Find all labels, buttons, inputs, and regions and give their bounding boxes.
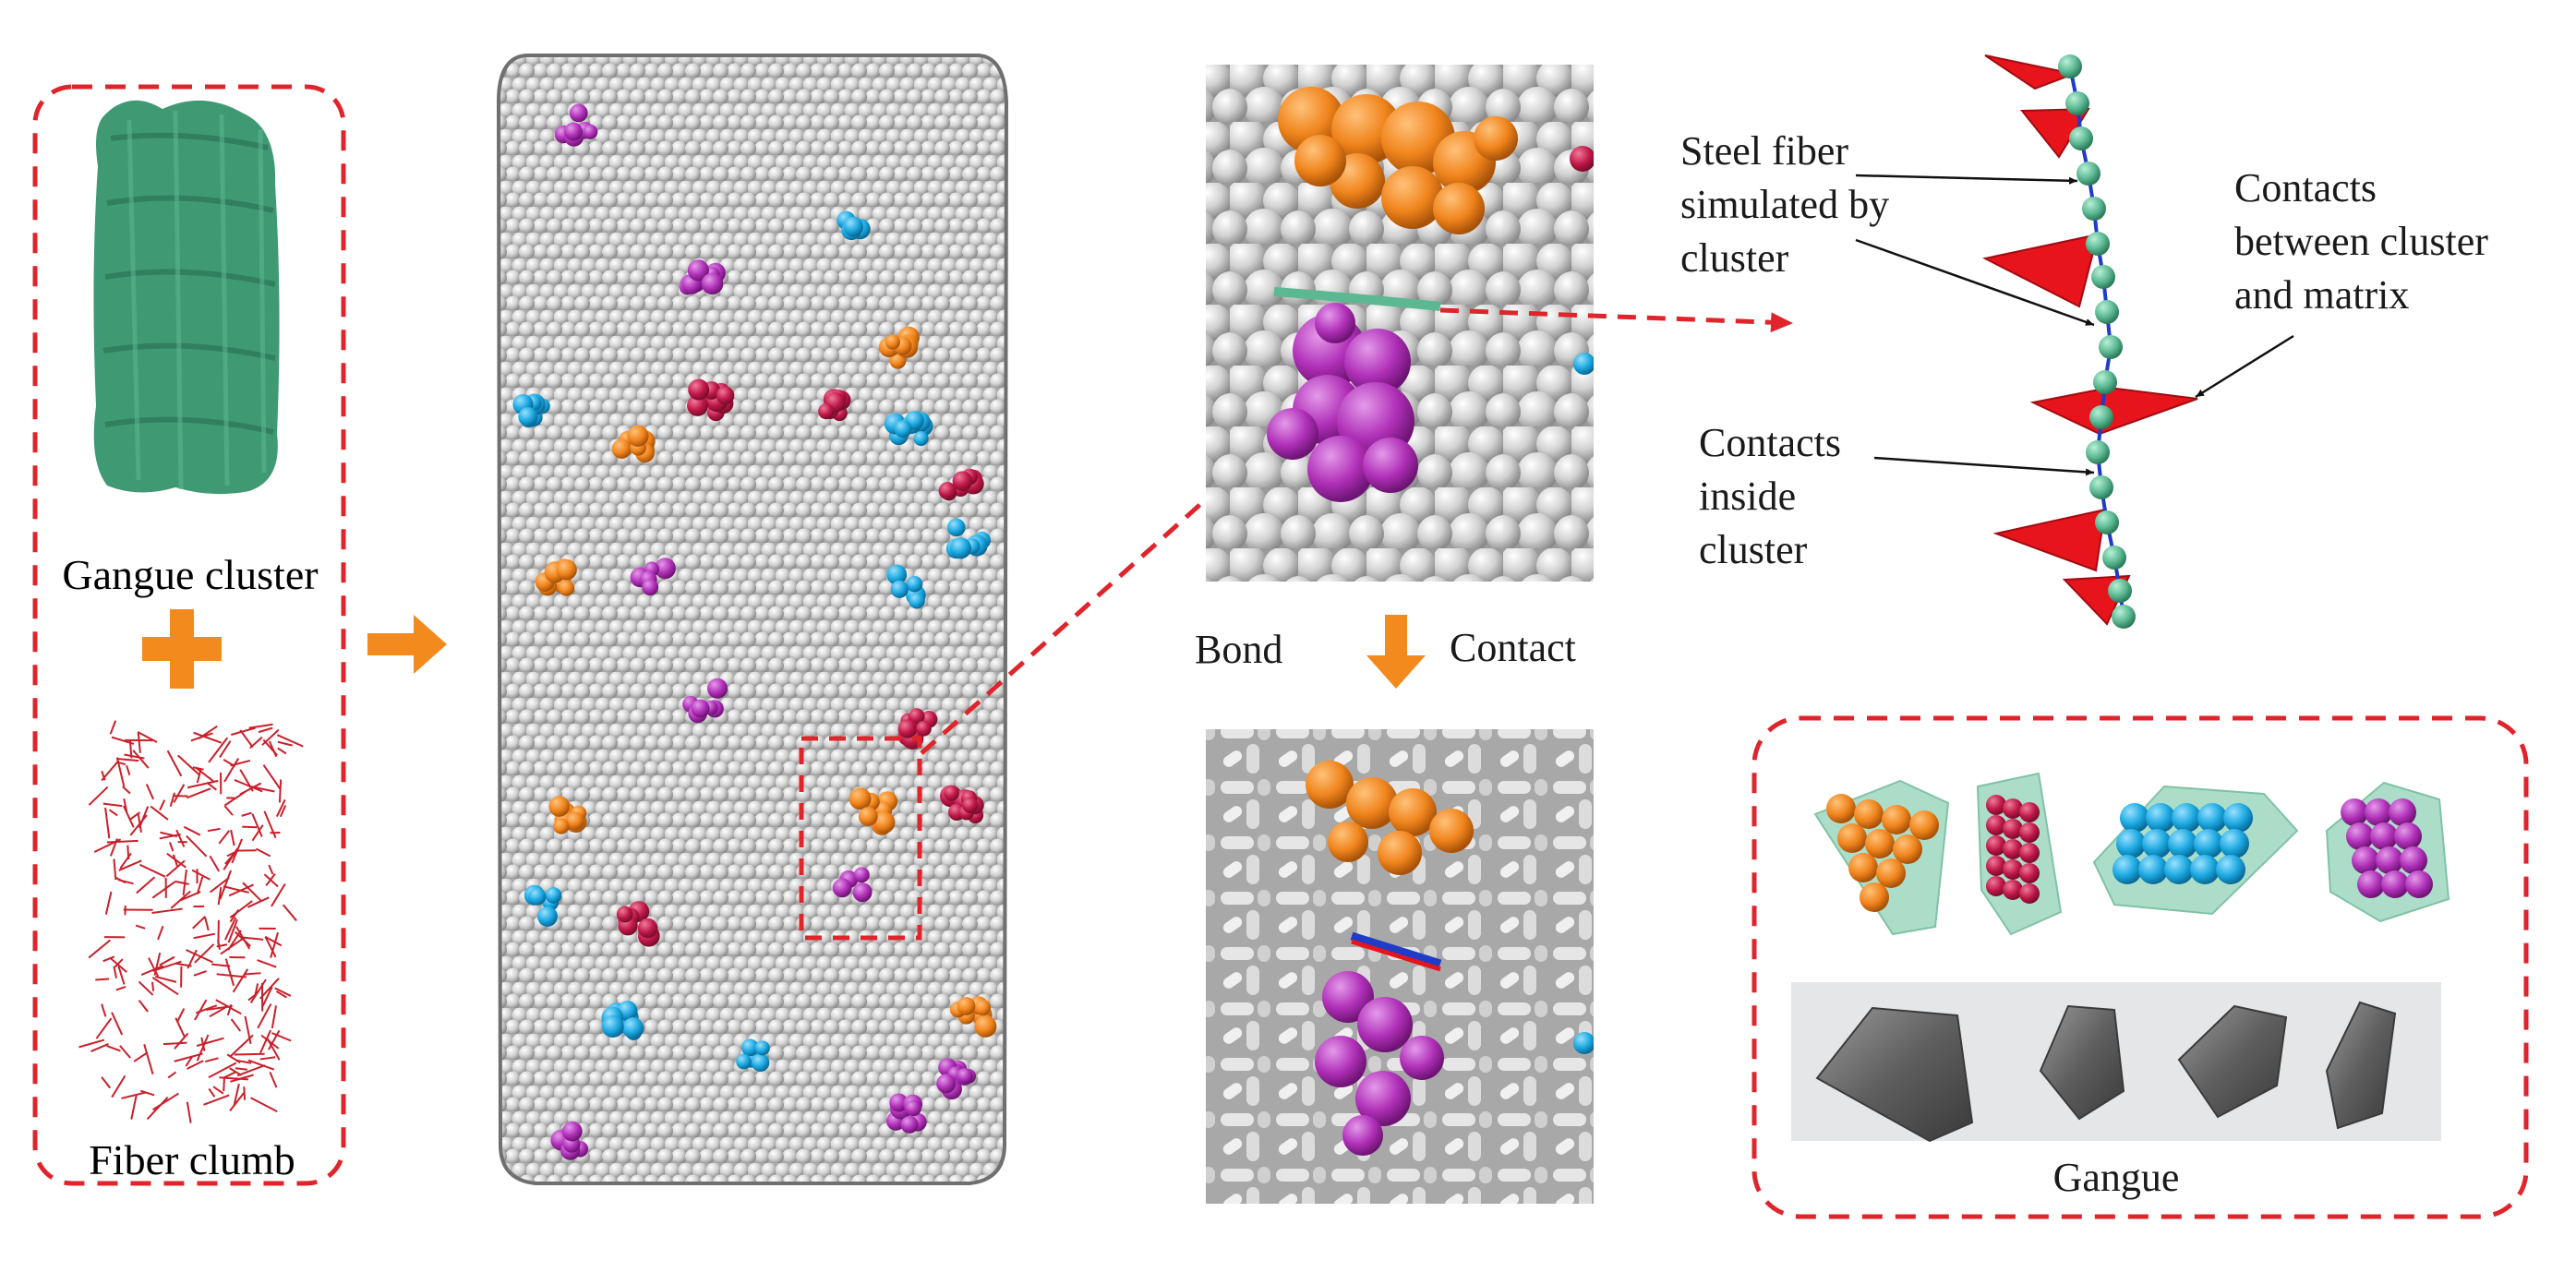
label-gangue: Gangue xyxy=(2053,1155,2180,1200)
label-fiber-clumb: Fiber clumb xyxy=(89,1136,295,1183)
leader-lines xyxy=(1856,175,2293,473)
label-gangue-cluster: Gangue cluster xyxy=(62,551,318,598)
label-bond: Bond xyxy=(1195,627,1282,672)
cylinder-specimen xyxy=(499,55,1006,1183)
label-contact: Contact xyxy=(1450,625,1576,670)
plus-icon xyxy=(142,609,222,689)
steel-fiber-cluster xyxy=(1985,54,2197,629)
gangue-cluster-image xyxy=(93,101,279,495)
bond-to-contact-arrow xyxy=(1366,615,1426,689)
zoom-panel-bond xyxy=(1206,65,1595,582)
fiber-clumb-image xyxy=(79,721,304,1123)
zoom-panel-contact xyxy=(1206,729,1595,1204)
gangue-shapes xyxy=(1815,774,2449,934)
arrow-to-cylinder xyxy=(367,615,447,674)
